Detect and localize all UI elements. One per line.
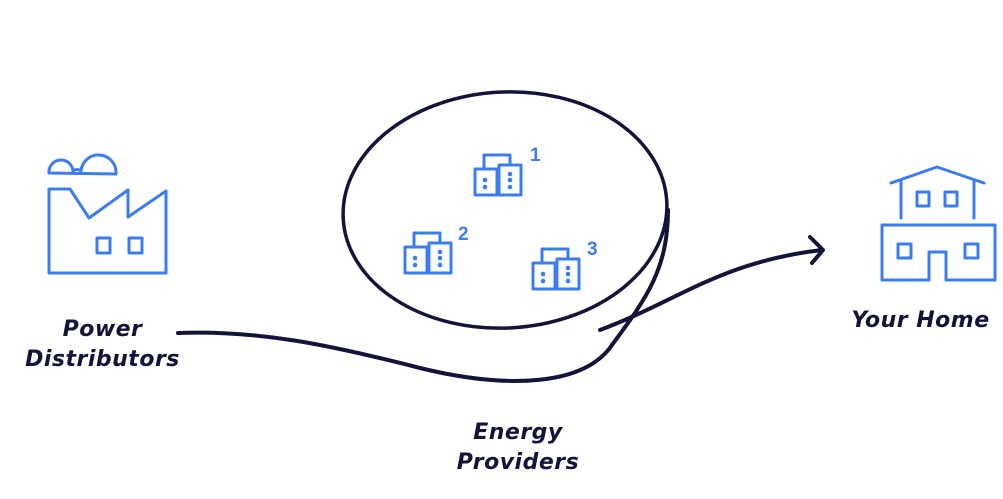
factory-icon [47, 153, 168, 275]
office-buildings-icon [473, 153, 523, 197]
label-line: Energy [473, 420, 563, 445]
energy-providers-label: Energy Providers [418, 418, 618, 478]
label-line: Providers [456, 450, 580, 475]
arrow-head-icon [808, 235, 825, 265]
cloud-icon [47, 153, 118, 176]
label-line: Distributors [25, 347, 180, 372]
power-distributors-label: Power Distributors [0, 315, 205, 375]
label-line: Power [62, 317, 143, 342]
provider-number-3: 3 [587, 239, 598, 260]
office-buildings-icon [531, 247, 581, 291]
flow-arrow-curve [176, 208, 670, 383]
flow-arrow-tail [598, 248, 824, 332]
house-icon [880, 165, 997, 282]
providers-group-ellipse [341, 90, 669, 330]
provider-number-2: 2 [458, 224, 469, 245]
provider-number-1: 1 [530, 145, 541, 166]
office-buildings-icon [403, 231, 453, 275]
your-home-label: Your Home [851, 308, 990, 333]
